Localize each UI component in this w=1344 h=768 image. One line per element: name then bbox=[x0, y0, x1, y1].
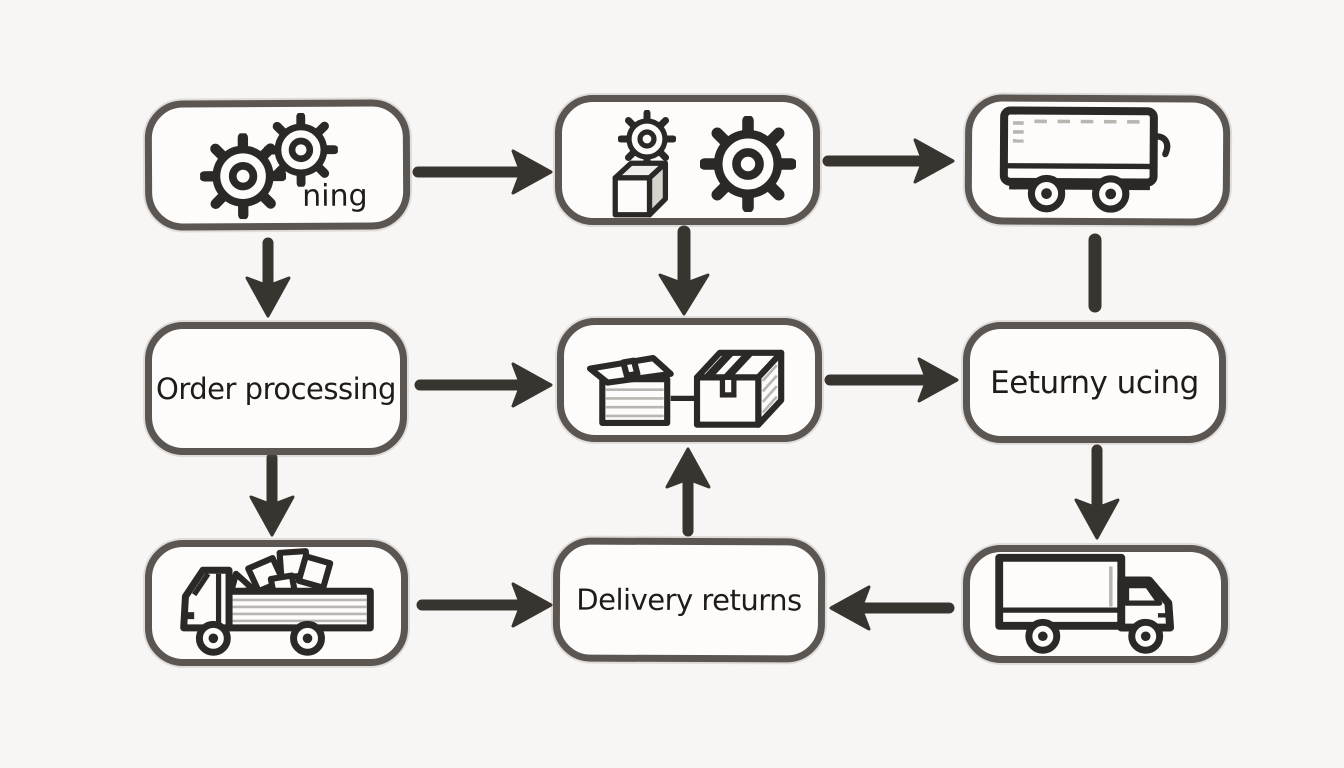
node-label: Order processing bbox=[156, 371, 396, 406]
node-label: ning bbox=[302, 178, 368, 214]
arrow-planning-to-assembly bbox=[412, 149, 553, 195]
cube-icon bbox=[606, 154, 672, 220]
arrow-loaded-truck-to-delivery-returns bbox=[416, 582, 553, 628]
arrow-packages-to-returns bbox=[824, 357, 959, 403]
node-label: Delivery returns bbox=[576, 582, 802, 618]
gear-icon bbox=[264, 113, 338, 187]
arrow-assembly-to-outbound-truck bbox=[822, 138, 955, 184]
package-icon bbox=[586, 349, 784, 428]
node-order-processing: Order processing bbox=[145, 322, 407, 455]
node-outbound-truck bbox=[964, 94, 1231, 226]
node-label: Eeturny ucing bbox=[990, 364, 1199, 401]
node-packages bbox=[557, 318, 822, 442]
node-loaded-truck bbox=[145, 540, 408, 666]
arrow-planning-to-order-processing bbox=[245, 237, 291, 318]
box-truck-icon bbox=[999, 106, 1171, 213]
arrow-delivery-returns-to-packages bbox=[665, 447, 711, 537]
node-planning: ning bbox=[144, 99, 411, 231]
delivery-truck-icon bbox=[994, 553, 1174, 654]
arrow-returns-to-return-truck bbox=[1074, 444, 1120, 540]
arrow-return-truck-to-delivery-returns bbox=[829, 585, 955, 631]
arrow-order-processing-to-packages bbox=[414, 362, 553, 408]
arrow-assembly-to-packages bbox=[658, 225, 710, 316]
node-returns: Eeturny ucing bbox=[963, 322, 1226, 443]
gear-icon bbox=[700, 116, 796, 212]
node-assembly bbox=[555, 95, 820, 225]
arrow-order-processing-to-loaded-truck bbox=[249, 452, 295, 537]
node-delivery-returns: Delivery returns bbox=[552, 537, 826, 663]
node-return-truck bbox=[963, 545, 1228, 663]
loaded-truck-icon bbox=[179, 548, 374, 656]
